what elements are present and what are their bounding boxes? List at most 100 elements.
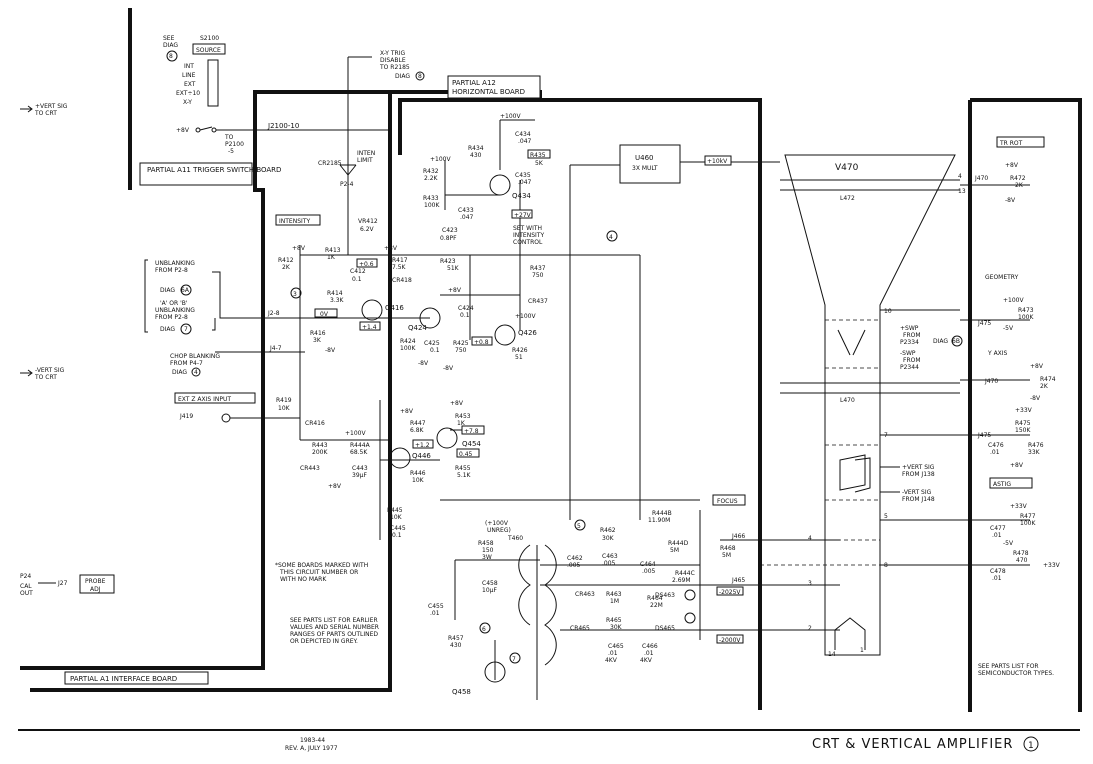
svg-text:C424: C424 [458,305,474,312]
svg-text:C477: C477 [990,525,1006,532]
focus-control: FOCUS [717,498,738,505]
svg-text:+10kV: +10kV [707,158,728,165]
switch-position-ext10: EXT÷10 [176,90,200,97]
svg-text:8: 8 [418,73,422,80]
svg-text:DS465: DS465 [655,625,675,632]
svg-text:.01: .01 [992,532,1002,539]
transistor-q426 [494,324,516,346]
svg-text:R412: R412 [278,257,294,264]
svg-text:R444C: R444C [675,570,695,577]
svg-text:R464: R464 [647,595,663,602]
svg-text:R447: R447 [410,420,426,427]
svg-text:R457: R457 [448,635,464,642]
svg-text:R453: R453 [455,413,471,420]
svg-text:J2-8: J2-8 [267,310,280,317]
svg-text:R414: R414 [327,290,343,297]
svg-text:CR463: CR463 [575,591,595,598]
svg-text:+33V: +33V [1010,503,1028,510]
svg-text:Q454: Q454 [462,440,481,448]
svg-text:6.2V: 6.2V [360,226,375,233]
svg-text:68.5K: 68.5K [350,449,368,456]
svg-text:R443: R443 [312,442,328,449]
svg-text:J465: J465 [731,577,745,584]
semiconductor-note: SEE PARTS LIST FOR [978,663,1039,670]
svg-text:+8V: +8V [292,245,306,252]
svg-text:.047: .047 [518,138,532,145]
svg-text:L472: L472 [840,195,855,202]
svg-text:R472: R472 [1010,175,1026,182]
svg-text:R477: R477 [1020,513,1036,520]
svg-text:3: 3 [808,580,812,587]
transistor-q424 [419,307,441,329]
svg-text:FROM P4-7: FROM P4-7 [170,360,203,367]
intensity-control: INTENSITY [279,218,310,225]
svg-text:-8V: -8V [1005,197,1016,204]
svg-text:FROM: FROM [903,357,921,364]
svg-text:ADJ: ADJ [90,586,101,593]
svg-text:2K: 2K [1015,182,1024,189]
svg-text:Q416: Q416 [385,304,404,312]
svg-text:30K: 30K [610,624,623,631]
svg-text:0.1: 0.1 [392,532,402,539]
svg-text:P2-4: P2-4 [340,181,354,188]
interface-board-label: PARTIAL A1 INTERFACE BOARD [70,675,177,683]
svg-text:R417: R417 [392,257,408,264]
asterisk-note: *SOME BOARDS MARKED WITH [275,562,368,569]
svg-text:3K: 3K [313,337,322,344]
svg-text:+27V: +27V [514,212,532,219]
svg-text:6B: 6B [952,338,960,345]
svg-text:P24: P24 [20,573,31,580]
transistor-q454 [436,427,458,449]
interface-board-label-box [64,671,209,685]
svg-text:P2344: P2344 [900,364,919,371]
svg-text:DIAG: DIAG [160,287,175,294]
svg-text:+1.4: +1.4 [362,324,377,331]
svg-text:3.3K: 3.3K [330,297,345,304]
svg-text:L470: L470 [840,397,855,404]
switch-position-ext: EXT [184,81,196,88]
svg-text:P2334: P2334 [900,339,919,346]
svg-text:13: 13 [958,188,966,195]
svg-text:0.1: 0.1 [352,276,362,283]
svg-text:DIAG: DIAG [160,326,175,333]
svg-text:C476: C476 [988,442,1004,449]
svg-text:TO CRT: TO CRT [34,110,57,117]
diagram-number: 1 [1028,741,1034,751]
svg-text:-5V: -5V [1003,540,1014,547]
svg-text:CONTROL: CONTROL [513,239,543,246]
svg-text:100K: 100K [400,345,416,352]
svg-text:R413: R413 [325,247,341,254]
svg-text:CR416: CR416 [305,420,325,427]
svg-text:-8V: -8V [1030,395,1041,402]
svg-text:R435: R435 [530,152,546,159]
svg-text:22M: 22M [650,602,663,609]
svg-text:TO: TO [224,134,234,141]
svg-text:+8V: +8V [328,483,342,490]
svg-text:CR443: CR443 [300,465,320,472]
svg-text:FROM P2-8: FROM P2-8 [155,267,188,274]
svg-text:SET WITH: SET WITH [513,225,542,232]
astig-control: ASTIG [993,481,1011,488]
svg-text:-2000V: -2000V [719,637,741,644]
svg-text:R444D: R444D [668,540,689,547]
left-inputs: +VERT SIG TO CRT -VERT SIG TO CRT UNBLAN… [20,103,305,597]
svg-text:4KV: 4KV [605,657,618,664]
svg-text:(+100V: (+100V [485,520,509,527]
svg-text:.047: .047 [518,179,532,186]
svg-text:R424: R424 [400,338,416,345]
svg-text:Q426: Q426 [518,329,537,337]
svg-text:39μF: 39μF [352,472,367,479]
transistor-q416 [361,299,383,321]
svg-text:J475: J475 [977,320,991,327]
svg-text:C478: C478 [990,568,1006,575]
svg-text:4: 4 [958,173,962,180]
source-switch-block: SEE DIAG 8 S2100 SOURCE INT LINE EXT EXT… [163,35,390,155]
svg-text:CR418: CR418 [392,277,412,284]
svg-text:+1.2: +1.2 [415,442,430,449]
svg-text:C458: C458 [482,580,498,587]
svg-text:J470: J470 [984,378,998,385]
svg-text:7: 7 [512,656,516,663]
crt-ref: V470 [835,163,859,173]
svg-text:RANGES OF PARTS OUTLINED: RANGES OF PARTS OUTLINED [290,631,378,638]
